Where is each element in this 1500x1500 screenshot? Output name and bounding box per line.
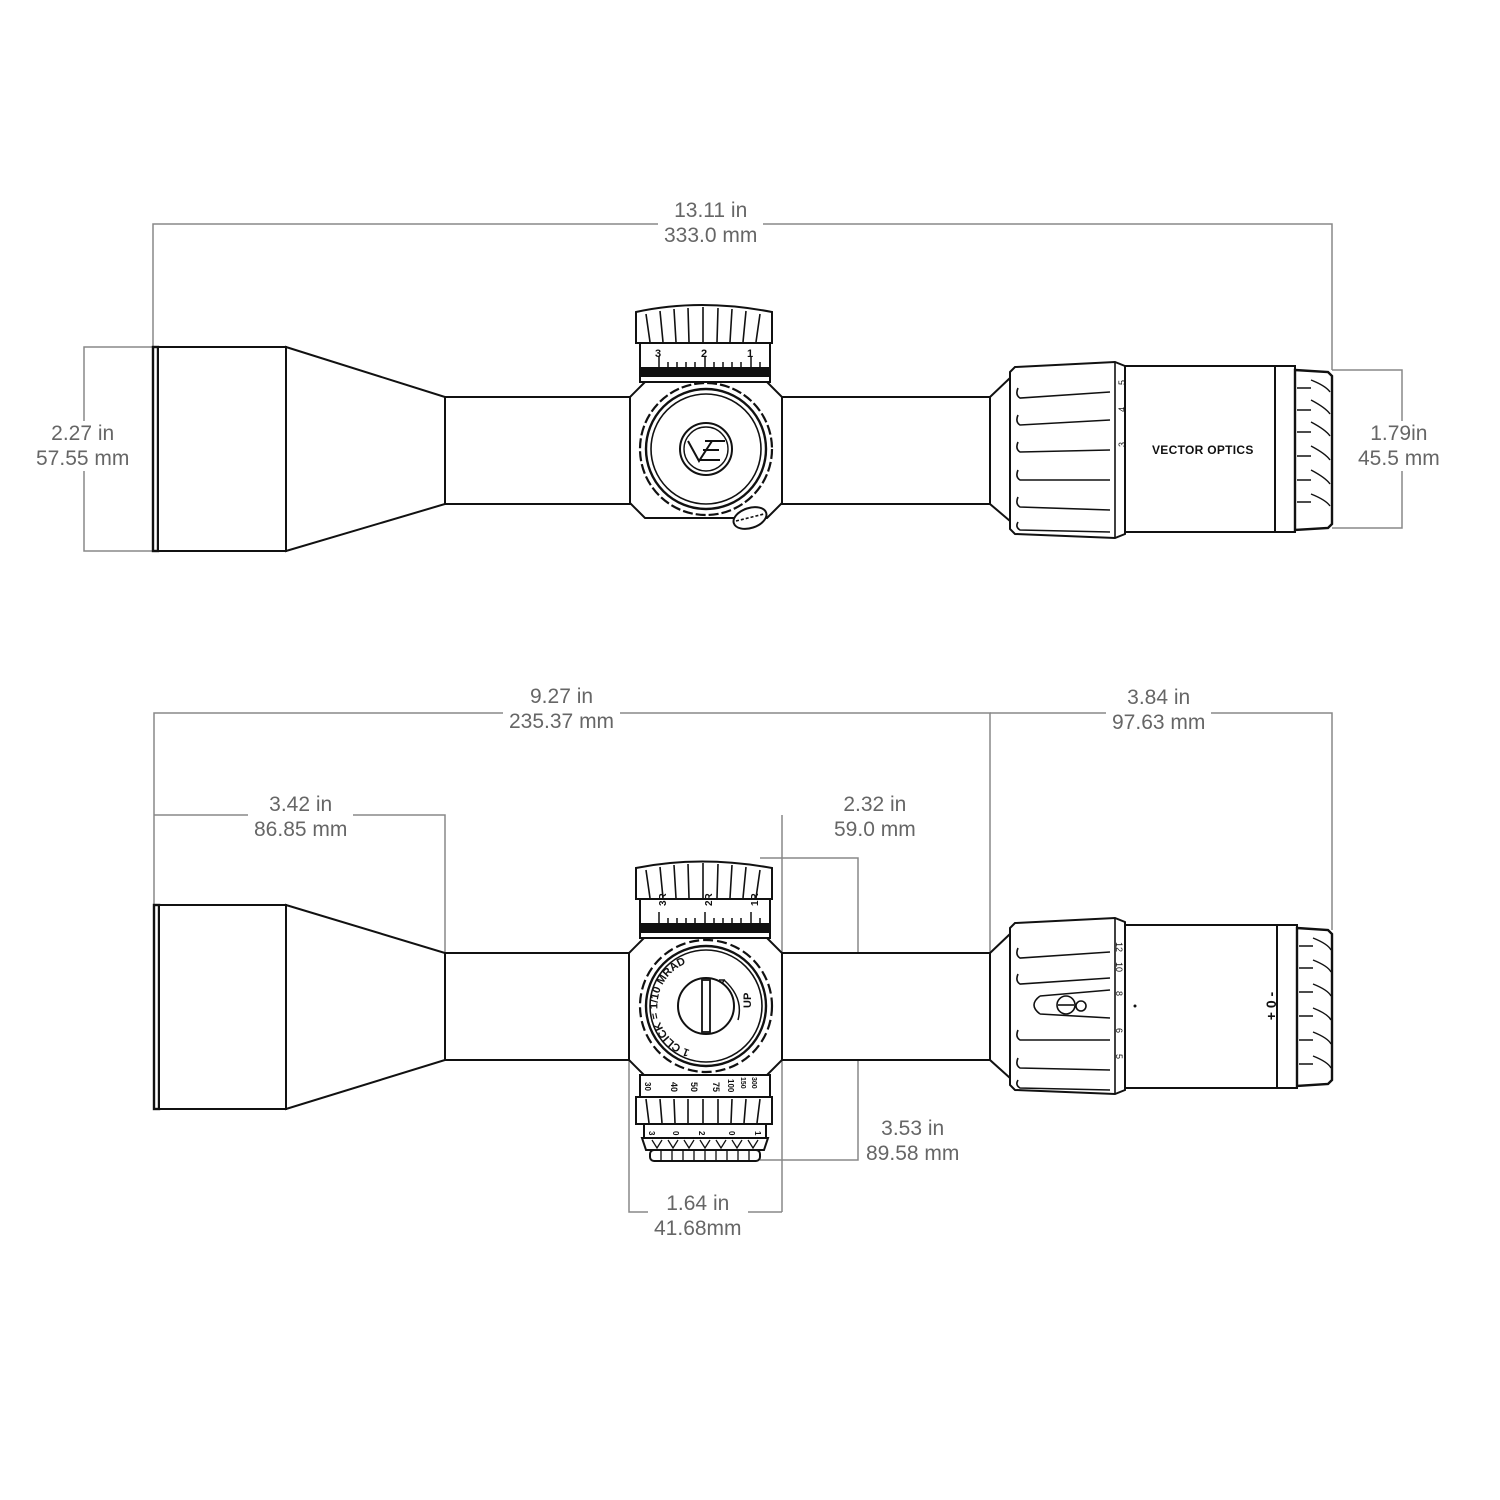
side-ocular-knurl bbox=[1299, 937, 1332, 1069]
top-turret-scale-ticks bbox=[658, 356, 761, 368]
eyepiece-diameter-mm: 45.5 mm bbox=[1358, 447, 1440, 470]
eyepiece-length-label: 3.84 in 97.63 mm bbox=[1106, 685, 1212, 735]
eyepiece-diameter-label: 1.79in 45.5 mm bbox=[1352, 421, 1446, 471]
illum-2: 2 bbox=[697, 1131, 706, 1136]
overall-length-mm: 333.0 mm bbox=[664, 224, 758, 247]
parallax-300: 300 bbox=[750, 1077, 757, 1089]
eyepiece-diameter-inch: 1.79in bbox=[1370, 422, 1428, 445]
eyepiece-length-mm: 97.63 mm bbox=[1112, 711, 1206, 734]
diopter-label: + 0 - bbox=[1263, 991, 1279, 1020]
elevation-scale-ticks bbox=[658, 912, 761, 924]
saddle-width-mm: 41.68mm bbox=[654, 1217, 742, 1240]
illum-3: 3 bbox=[647, 1131, 656, 1136]
parallax-75: 75 bbox=[711, 1082, 721, 1092]
parallax-50: 50 bbox=[689, 1082, 699, 1092]
saddle-width-label: 1.64 in 41.68mm bbox=[648, 1191, 748, 1241]
objective-to-saddle-mm: 235.37 mm bbox=[509, 710, 615, 733]
top-view-turret bbox=[635, 304, 773, 383]
reference-dot bbox=[1133, 1004, 1137, 1008]
objective-bell-length-inch: 3.42 in bbox=[269, 793, 333, 816]
overall-length-inch: 13.11 in bbox=[674, 199, 748, 222]
parallax-30: 30 bbox=[643, 1082, 652, 1091]
objective-bell-length-label: 3.42 in 86.85 mm bbox=[248, 792, 354, 842]
side-mag-label-12: 12 bbox=[1114, 942, 1124, 952]
elevation-scale-2r: 2R bbox=[704, 892, 715, 906]
top-mag-label-3: 3 bbox=[1117, 442, 1127, 447]
objective-to-saddle-inch: 9.27 in bbox=[530, 685, 594, 708]
parallax-40: 40 bbox=[669, 1082, 679, 1092]
illumination-labels: 3 0 2 0 1 bbox=[647, 1131, 762, 1136]
turret-height-inch: 3.53 in bbox=[881, 1117, 945, 1140]
objective-diameter-label: 2.27 in 57.55 mm bbox=[30, 421, 136, 471]
magnification-ring-knurl bbox=[1016, 362, 1116, 538]
turret-height-label: 3.53 in 89.58 mm bbox=[860, 1116, 966, 1166]
side-mag-label-6: 6 bbox=[1114, 1028, 1124, 1033]
illumination-knob bbox=[732, 506, 768, 530]
eyepiece-length-inch: 3.84 in bbox=[1127, 686, 1191, 709]
top-mag-label-4: 4 bbox=[1117, 407, 1127, 412]
elevation-scale-1r: 1R bbox=[750, 892, 761, 906]
turret-to-power-ring-label: 2.32 in 59.0 mm bbox=[828, 792, 922, 842]
side-mag-label-8: 8 bbox=[1114, 991, 1124, 996]
side-mag-label-10: 10 bbox=[1114, 962, 1124, 972]
illum-0a: 0 bbox=[671, 1131, 680, 1136]
objective-diameter-inch: 2.27 in bbox=[51, 422, 115, 445]
objective-diameter-mm: 57.55 mm bbox=[36, 447, 130, 470]
top-turret-scale-2: 2 bbox=[701, 348, 707, 360]
side-magnification-ring-knurl bbox=[1016, 918, 1116, 1094]
up-direction-text: UP bbox=[742, 993, 754, 1008]
top-turret-scale-3: 3 bbox=[655, 348, 661, 360]
side-mag-label-5: 5 bbox=[1114, 1054, 1124, 1059]
saddle-width-inch: 1.64 in bbox=[666, 1192, 730, 1215]
turret-height-mm: 89.58 mm bbox=[866, 1142, 960, 1165]
turret-to-power-ring-inch: 2.32 in bbox=[843, 793, 907, 816]
overall-length-label: 13.11 in 333.0 mm bbox=[658, 198, 764, 248]
parallax-distance-labels: 30 40 50 75 100 150 300 bbox=[643, 1077, 757, 1093]
top-turret-scale-1: 1 bbox=[747, 348, 753, 360]
ocular-knurl bbox=[1297, 379, 1331, 507]
brand-logo-text: VECTOR OPTICS bbox=[1152, 443, 1254, 457]
windage-turret-cap bbox=[638, 938, 774, 1074]
illum-1: 1 bbox=[753, 1131, 762, 1136]
illum-0b: 0 bbox=[727, 1131, 736, 1136]
parallax-100: 100 bbox=[726, 1079, 735, 1093]
objective-to-saddle-label: 9.27 in 235.37 mm bbox=[503, 684, 621, 734]
objective-bell-length-mm: 86.85 mm bbox=[254, 818, 348, 841]
elevation-scale-3r: 3R bbox=[658, 892, 669, 906]
ve-logo-icon bbox=[687, 440, 725, 463]
parallax-turret bbox=[635, 1074, 773, 1162]
top-mag-label-5: 5 bbox=[1117, 380, 1127, 385]
parallax-150: 150 bbox=[739, 1077, 746, 1089]
turret-to-power-ring-mm: 59.0 mm bbox=[834, 818, 916, 841]
